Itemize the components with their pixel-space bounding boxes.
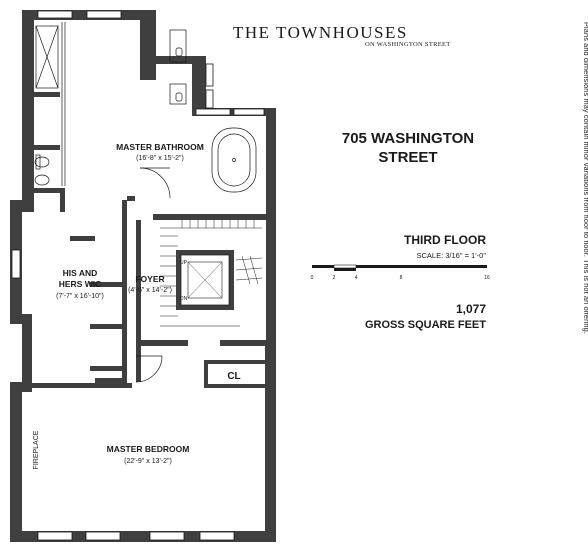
fixtures xyxy=(34,22,263,383)
address-block: 705 WASHINGTON STREET xyxy=(328,129,488,167)
walls xyxy=(10,10,276,542)
master-bedroom-label: MASTER BEDROOM xyxy=(107,444,190,454)
floor-plan: MASTER BATHROOM (16'-8" x 15'-2") HIS AN… xyxy=(10,10,276,542)
scale-tick-8: 8 xyxy=(400,275,403,281)
scale-tick-4: 4 xyxy=(355,275,358,281)
stair-up-label: UP xyxy=(180,260,188,266)
scale-tick-16: 16 xyxy=(484,275,490,281)
legal-disclaimer: All information furnished regarding prop… xyxy=(582,22,588,334)
closet-label: CL xyxy=(227,371,240,382)
scale-tick-2: 2 xyxy=(333,275,336,281)
address-line-2: STREET xyxy=(378,149,438,166)
wic-label-line1: HIS AND xyxy=(63,268,98,278)
brand-subtitle: ON WASHINGTON STREET xyxy=(365,41,451,48)
elevator-core xyxy=(176,250,234,310)
wic-dims: (7'-7" x 16'-10") xyxy=(56,293,104,300)
area-value: 1,077 xyxy=(455,302,486,316)
scale-tick-0: 0 xyxy=(311,275,314,281)
master-bathroom-dims: (16'-8" x 15'-2") xyxy=(136,155,184,162)
foyer-dims: (4'-5" x 14'-2") xyxy=(128,287,172,294)
stair-down-label: DN xyxy=(180,296,188,302)
brand-title: THE TOWNHOUSES xyxy=(233,23,408,42)
wic-label-line2: HERS WIC xyxy=(59,279,102,289)
area-label: GROSS SQUARE FEET xyxy=(364,319,486,331)
master-bedroom-dims: (22'-9" x 13'-2") xyxy=(124,458,172,465)
scale-bar: 0 2 4 8 16 xyxy=(311,264,490,281)
address-line-1: 705 WASHINGTON xyxy=(341,130,475,147)
master-bathroom-label: MASTER BATHROOM xyxy=(116,142,204,152)
floor-name: THIRD FLOOR xyxy=(404,233,486,247)
scale-text: SCALE: 3/16" = 1'-0" xyxy=(416,251,486,260)
foyer-label: FOYER xyxy=(135,274,164,284)
fireplace-label: FIREPLACE xyxy=(33,430,40,469)
windows xyxy=(11,10,265,541)
